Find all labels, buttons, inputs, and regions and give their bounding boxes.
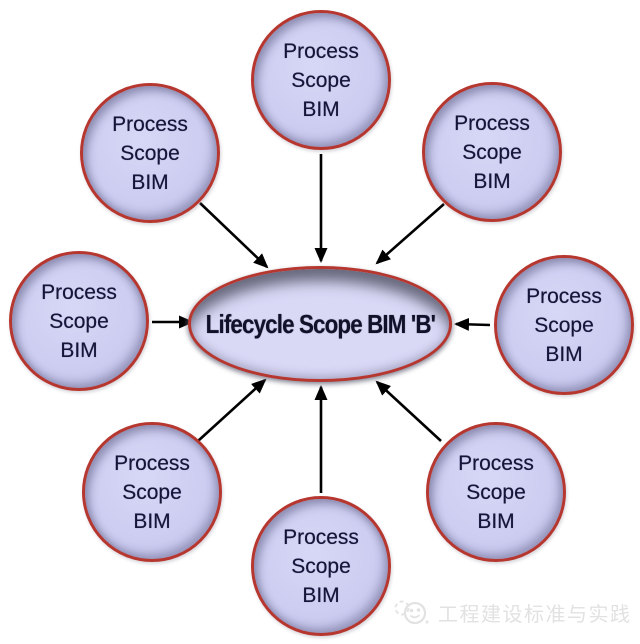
node-label-line: Process xyxy=(458,451,534,475)
node-label-line: Process xyxy=(454,111,530,135)
node-label-line: BIM xyxy=(133,509,171,533)
node-label-line: BIM xyxy=(302,97,340,121)
node-label-line: Scope xyxy=(291,554,351,578)
node-label-line: Process xyxy=(526,284,602,308)
node-label-line: BIM xyxy=(60,338,98,362)
node-process-scope-bim-right: Process Scope BIM xyxy=(494,255,634,395)
node-label-line: BIM xyxy=(477,509,515,533)
node-label-line: BIM xyxy=(302,583,340,607)
node-process-scope-bim-upper-left: Process Scope BIM xyxy=(80,83,220,223)
node-label-line: Process xyxy=(283,525,359,549)
node-process-scope-bim-top: Process Scope BIM xyxy=(251,10,391,150)
node-process-scope-bim-upper-right: Process Scope BIM xyxy=(422,82,562,222)
node-label-line: Scope xyxy=(120,141,180,165)
node-label-line: Scope xyxy=(462,140,522,164)
node-label-line: Process xyxy=(112,112,188,136)
node-label-line: Process xyxy=(114,451,190,475)
node-process-scope-bim-lower-left: Process Scope BIM xyxy=(82,422,222,562)
arrow-lowerright-to-center xyxy=(375,380,442,442)
arrow-lowerleft-to-center xyxy=(197,378,267,442)
arrow-upperleft-to-center xyxy=(199,202,269,269)
node-process-scope-bim-bottom: Process Scope BIM xyxy=(251,496,391,636)
watermark: 工程建设标准与实践 xyxy=(393,597,632,627)
node-label-line: BIM xyxy=(131,170,169,194)
node-label-line: Scope xyxy=(534,313,594,337)
node-label-line: BIM xyxy=(545,342,583,366)
node-label-line: Process xyxy=(283,39,359,63)
node-label-line: Scope xyxy=(49,309,109,333)
wechat-face-icon xyxy=(394,600,429,625)
node-label-line: BIM xyxy=(473,169,511,193)
arrow-right-to-center xyxy=(454,317,491,331)
watermark-text: 工程建设标准与实践 xyxy=(438,603,632,626)
node-label-line: Scope xyxy=(122,480,182,504)
node-lifecycle-scope-bim-center: Lifecycle Scope BIM 'B' xyxy=(188,266,452,382)
node-process-scope-bim-left: Process Scope BIM xyxy=(9,251,149,391)
node-label-line: Scope xyxy=(466,480,526,504)
node-label-line: Process xyxy=(41,280,117,304)
arrow-upperright-to-center xyxy=(375,203,445,265)
center-node-label: Lifecycle Scope BIM 'B' xyxy=(205,308,435,339)
node-process-scope-bim-lower-right: Process Scope BIM xyxy=(426,422,566,562)
node-label-line: Scope xyxy=(291,68,351,92)
